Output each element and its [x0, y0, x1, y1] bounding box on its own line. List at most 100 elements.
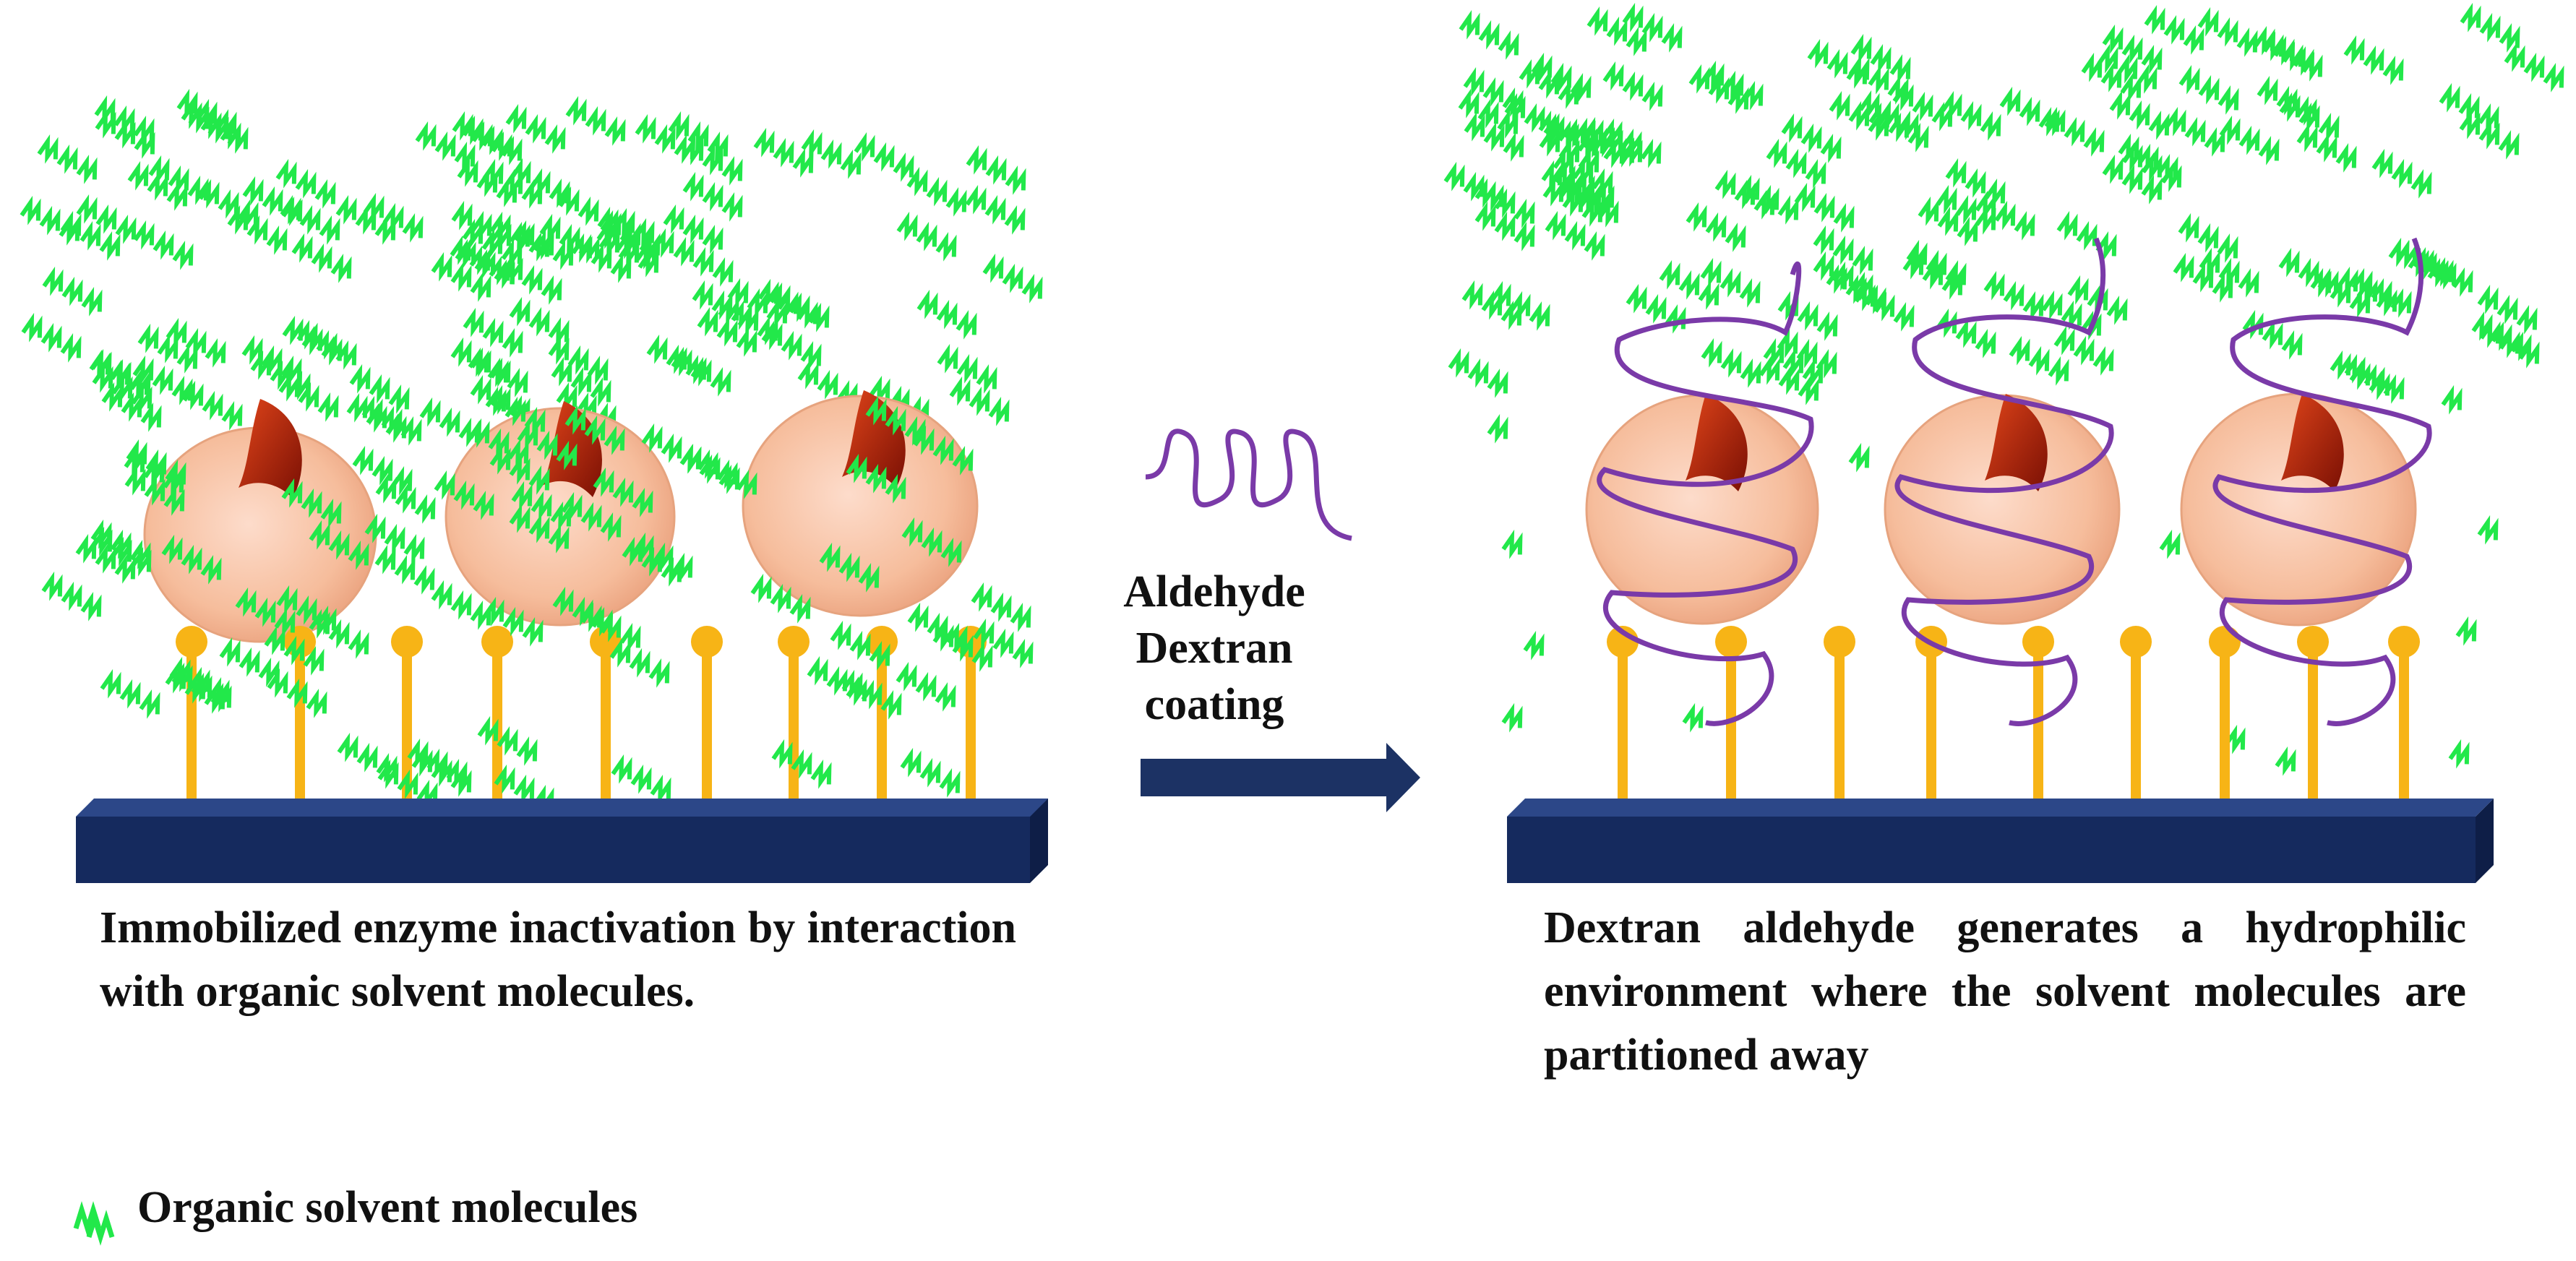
solvent-molecule: [1794, 189, 1858, 228]
solvent-molecule: [1602, 67, 1667, 106]
dextran-coil-icon: [1145, 429, 1352, 541]
solvent-molecule: [477, 722, 541, 761]
solvent-molecule: [2161, 535, 2182, 554]
solvent-molecule: [2178, 71, 2243, 110]
solvent-molecule: [2197, 13, 2262, 52]
solvent-molecule: [2056, 217, 2121, 256]
solvent-molecule: [761, 327, 825, 366]
solvent-cloud-left: [20, 95, 1047, 427]
solvent-molecule: [971, 588, 1035, 627]
right-caption: Dextran aldehyde generates a hydrophilic…: [1544, 903, 2466, 1080]
solvent-molecule: [505, 110, 570, 149]
support-bar-left: [76, 799, 1048, 883]
solvent-molecule: [95, 115, 159, 154]
enzyme-right-1: [1585, 394, 1819, 625]
solvent-molecule: [1766, 145, 1830, 184]
solvent-molecule: [1490, 287, 1554, 326]
support-bar-right: [1507, 799, 2494, 883]
solvent-molecule: [965, 191, 1029, 230]
solvent-molecule: [1525, 637, 1546, 655]
solvent-molecule: [2219, 121, 2283, 160]
solvent-molecule: [2459, 116, 2523, 155]
enzyme-right-3: [2180, 392, 2417, 627]
arrow-label-line2: Dextran: [1135, 624, 1293, 673]
solvent-molecule: [1443, 168, 1508, 207]
solvent-molecule: [2109, 96, 2173, 135]
solvent-molecule: [275, 165, 340, 204]
solvent-molecule: [337, 739, 401, 778]
solvent-molecule: [1503, 709, 1524, 728]
solvent-molecule: [2457, 622, 2478, 641]
solvent-molecule: [280, 201, 344, 240]
solvent-molecule: [100, 675, 164, 714]
solvent-molecule: [854, 138, 918, 177]
solvent-molecule: [335, 201, 400, 240]
solvent-molecule: [906, 173, 971, 212]
solvent-molecule: [949, 382, 1013, 421]
solvent-molecule: [1781, 119, 1845, 158]
solvent-molecule: [2262, 38, 2327, 77]
solvent-molecule: [2460, 9, 2524, 48]
solvent-molecule: [20, 202, 84, 241]
dextran-coil-1: [1597, 261, 1814, 726]
solvent-molecule: [21, 319, 85, 358]
solvent-molecule: [137, 330, 202, 369]
solvent-molecule: [2053, 332, 2118, 371]
solvent-molecule: [1659, 266, 1723, 305]
solvent-molecule: [37, 140, 101, 179]
dextran-coil-2: [1894, 237, 2114, 726]
solvent-molecule: [2371, 155, 2436, 194]
solvent-molecule: [41, 577, 106, 616]
solvent-molecule: [133, 226, 197, 265]
solvent-molecule: [2479, 521, 2500, 540]
solvent-molecule: [227, 211, 291, 250]
solvent-molecule: [278, 378, 343, 417]
solvent-molecule: [673, 243, 737, 282]
solvent-molecule: [2450, 745, 2471, 764]
solvent-molecule: [374, 551, 439, 590]
solvent-molecule: [896, 218, 961, 257]
solvent-molecule: [2277, 752, 2298, 771]
solvent-molecule: [966, 151, 1030, 190]
left-caption: Immobilized enzyme inactivation by inter…: [100, 903, 1016, 1016]
solvent-molecule: [1701, 344, 1765, 383]
solvent-molecule: [1545, 217, 1609, 256]
arrow-label-line3: coating: [1144, 680, 1284, 729]
dextran-coil-3: [2212, 237, 2432, 726]
solvent-molecule: [2165, 113, 2229, 152]
enzyme-left-1: [143, 399, 377, 643]
solvent-molecule: [1448, 354, 1512, 393]
enzyme-left-3: [742, 390, 979, 617]
enzyme-right-2: [1884, 394, 2121, 625]
solvent-molecule: [565, 102, 630, 141]
solvent-molecule: [682, 178, 747, 217]
solvent-molecule: [900, 754, 964, 793]
solvent-molecule: [1503, 535, 1524, 554]
solvent-molecule: [42, 272, 106, 311]
right-panel: [1443, 9, 2568, 883]
solvent-molecule: [2443, 391, 2464, 410]
solvent-molecule: [1489, 420, 1510, 439]
solvent-molecule: [1686, 208, 1750, 247]
solvent-molecule: [1684, 709, 1705, 728]
solvent-molecule: [2296, 129, 2361, 168]
solvent-molecule: [982, 259, 1047, 298]
solvent-molecule: [509, 303, 573, 342]
solvent-molecule: [841, 676, 906, 715]
process-arrow: [1141, 429, 1420, 812]
solvent-molecule: [101, 388, 166, 427]
linkers-right: [1607, 626, 2420, 808]
solvent-molecule: [1519, 65, 1583, 104]
solvent-molecule: [609, 644, 674, 683]
arrow-label: Aldehyde Dextran coating: [1106, 564, 1323, 733]
arrow-label-line1: Aldehyde: [1123, 567, 1305, 616]
solvent-molecule: [2504, 48, 2568, 87]
solvent-molecule: [2278, 254, 2343, 293]
solvent-molecule: [291, 239, 356, 278]
solvent-molecule-icon: [73, 1201, 115, 1246]
solvent-molecule: [2343, 41, 2408, 80]
solvent-molecule: [2044, 113, 2108, 152]
legend-label: Organic solvent molecules: [137, 1183, 638, 1232]
solvent-molecule: [1983, 277, 2048, 316]
